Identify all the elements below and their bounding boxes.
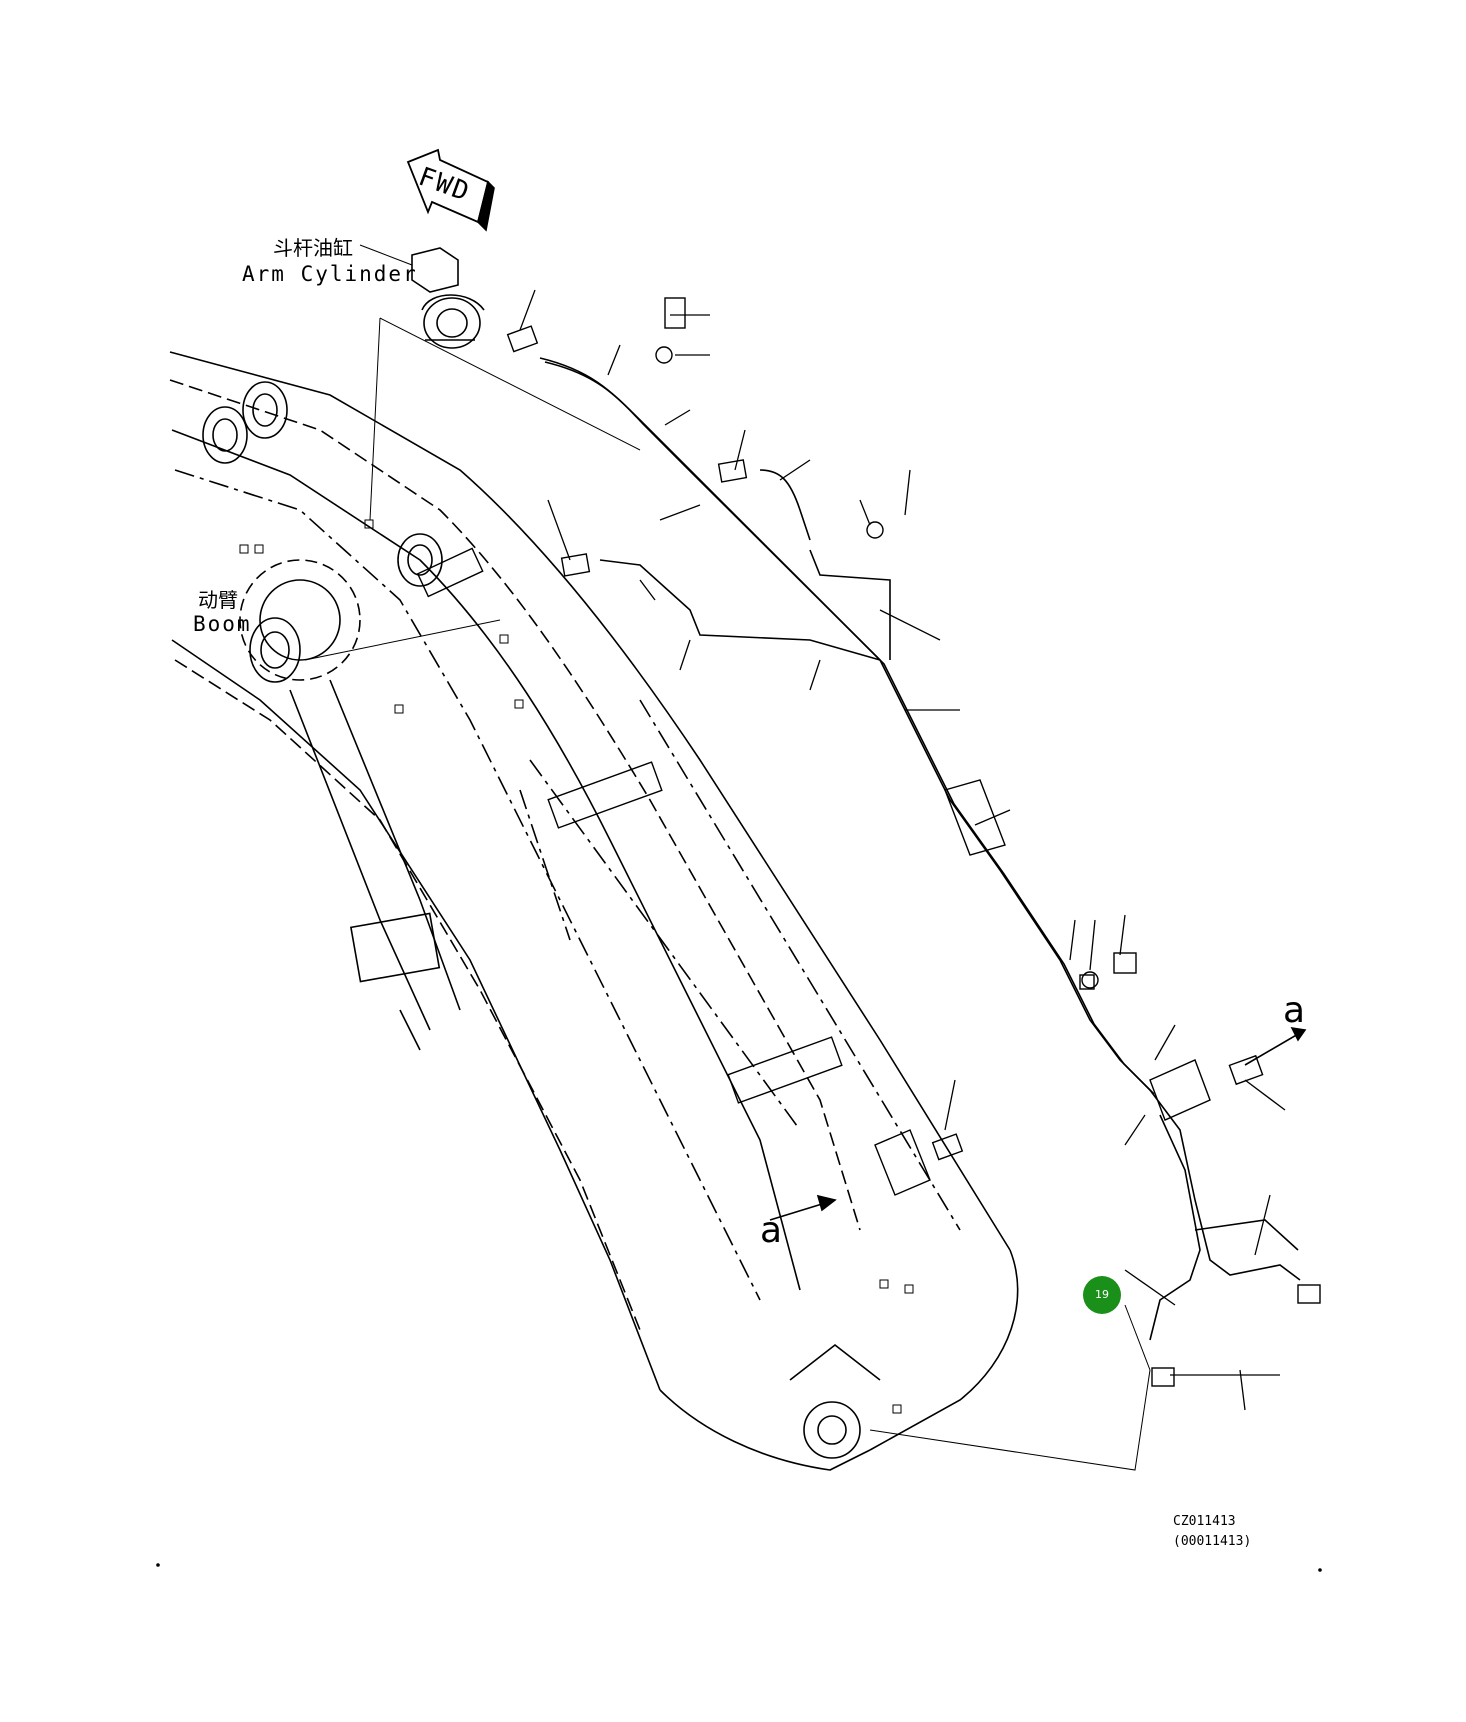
view-ref-a-top: a <box>1283 990 1306 1031</box>
arm-cylinder-label-cn: 斗杆油缸 <box>273 236 353 260</box>
fwd-arrow-icon <box>406 148 495 232</box>
small-details <box>239 519 914 1414</box>
drawing-code: CZ011413 <box>1173 1514 1236 1529</box>
part-callout-badge[interactable]: 19 <box>1083 1276 1121 1314</box>
upper-bosses <box>202 381 443 587</box>
view-arrows <box>769 1026 1307 1221</box>
hydraulic-piping <box>539 357 1301 1341</box>
clamp-plates <box>416 547 1211 1196</box>
arm-end-pivot <box>789 1343 881 1459</box>
boom-cylinder <box>289 679 461 1051</box>
boom-pivot <box>239 559 361 683</box>
boom-label-cn: 动臂 <box>198 588 238 612</box>
arm-cylinder-label-en: Arm Cylinder <box>242 262 418 286</box>
part-leader-lines <box>519 289 1286 1411</box>
fittings <box>506 297 1321 1387</box>
drawing-code-ref: (00011413) <box>1173 1534 1252 1549</box>
arm-cylinder-part <box>359 244 485 349</box>
view-ref-a-bottom: a <box>760 1210 783 1251</box>
boom-label-en: Boom <box>193 612 252 636</box>
boom-outline <box>169 351 1019 1471</box>
